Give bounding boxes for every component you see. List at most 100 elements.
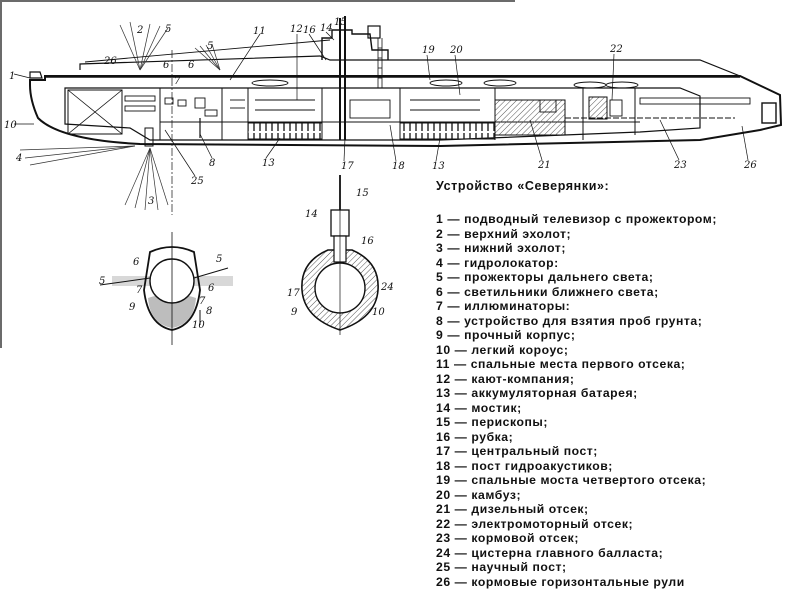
legend-item-separator: — bbox=[447, 270, 461, 284]
legend-item-text: перископы; bbox=[471, 415, 548, 429]
legend-item: 17—центральный пост; bbox=[436, 444, 786, 459]
legend-item-number: 4 bbox=[436, 255, 444, 270]
callout-24: 24 bbox=[380, 282, 394, 293]
legend-item-number: 2 bbox=[436, 226, 444, 241]
callout-26-bow: 26 bbox=[103, 56, 117, 67]
legend-item: 3—нижний эхолот; bbox=[436, 241, 786, 256]
callout-6: 6 bbox=[163, 60, 170, 71]
legend-item-number: 17 bbox=[436, 444, 451, 458]
battery-bank-forward bbox=[247, 122, 323, 140]
legend-item-separator: — bbox=[454, 516, 468, 531]
cross-section-bow-callouts: 5 6 5 7 6 7 9 8 10 bbox=[99, 254, 222, 331]
legend-item-number: 1 bbox=[436, 212, 444, 226]
callout-21: 21 bbox=[537, 160, 551, 171]
side-view bbox=[19, 16, 783, 215]
legend-item-number: 19 bbox=[436, 473, 451, 487]
legend-item-text: рубка; bbox=[471, 429, 514, 444]
legend-item-text: прожекторы дальнего света; bbox=[464, 270, 654, 284]
legend-title: Устройство «Северянки»: bbox=[436, 179, 610, 193]
callout-6b: 6 bbox=[208, 283, 215, 294]
legend-item: 6—светильники ближнего света; bbox=[436, 285, 786, 300]
cross-section-mid bbox=[301, 175, 379, 335]
legend-item-separator: — bbox=[454, 429, 468, 444]
legend-item: 15—перископы; bbox=[436, 415, 786, 430]
legend-item-text: цистерна главного балласта; bbox=[471, 545, 664, 560]
legend-item: 26—кормовые горизонтальные рули bbox=[436, 575, 786, 590]
legend-item-number: 21 bbox=[436, 502, 451, 516]
legend-item-separator: — bbox=[454, 342, 468, 357]
legend-item-separator: — bbox=[447, 299, 461, 313]
legend-item-number: 24 bbox=[436, 545, 451, 560]
callout-10: 10 bbox=[4, 120, 17, 131]
legend-item-text: электромоторный отсек; bbox=[471, 516, 634, 531]
legend-item: 4—гидролокатор: bbox=[436, 256, 786, 271]
legend-item-text: светильники ближнего света; bbox=[464, 284, 659, 299]
legend-item: 5—прожекторы дальнего света; bbox=[436, 270, 786, 285]
cross-section-mid-callouts: 15 14 16 17 24 9 10 bbox=[287, 188, 394, 318]
legend-item-text: гидролокатор: bbox=[464, 255, 559, 270]
legend-item-text: прочный корпус; bbox=[464, 328, 576, 342]
legend-item-number: 22 bbox=[436, 516, 451, 531]
legend-item-text: камбуз; bbox=[471, 487, 522, 502]
legend-item-text: кормовой отсек; bbox=[471, 531, 579, 545]
callout-1: 1 bbox=[9, 71, 15, 82]
callout-15: 15 bbox=[356, 188, 369, 199]
interior-equipment bbox=[164, 97, 623, 119]
callout-14: 14 bbox=[320, 23, 333, 34]
legend: Устройство «Северянки»: 1—подводный теле… bbox=[436, 179, 786, 589]
light-hull bbox=[143, 246, 201, 331]
callout-6b: 6 bbox=[188, 60, 195, 71]
side-view-callouts: 1 2 5 26 6 6 5 7 11 12 16 14 15 19 20 22… bbox=[4, 17, 757, 207]
legend-item: 9—прочный корпус; bbox=[436, 328, 786, 343]
callout-13b: 13 bbox=[432, 161, 445, 172]
legend-item: 25—научный пост; bbox=[436, 560, 786, 575]
legend-item-number: 5 bbox=[436, 270, 444, 284]
callout-7b: 7 bbox=[199, 296, 206, 307]
legend-item: 1—подводный телевизор с прожектором; bbox=[436, 212, 786, 227]
callout-17: 17 bbox=[287, 288, 300, 299]
callout-23: 23 bbox=[673, 160, 687, 171]
legend-item: 18—пост гидроакустиков; bbox=[436, 459, 786, 474]
legend-item-text: подводный телевизор с прожектором; bbox=[464, 212, 717, 226]
callout-5b: 5 bbox=[207, 41, 213, 52]
legend-item-text: нижний эхолот; bbox=[464, 241, 566, 255]
callout-25: 25 bbox=[190, 176, 204, 187]
legend-item-number: 25 bbox=[436, 560, 451, 574]
legend-item-text: легкий короус; bbox=[471, 342, 569, 357]
callout-14: 14 bbox=[305, 209, 318, 220]
legend-item-separator: — bbox=[454, 415, 468, 429]
legend-item-number: 11 bbox=[436, 357, 450, 371]
legend-item-text: иллюминаторы: bbox=[464, 299, 571, 313]
legend-item-text: центральный пост; bbox=[471, 444, 598, 458]
superstructure bbox=[79, 55, 741, 77]
image-frame-left-border bbox=[0, 0, 2, 348]
legend-item-separator: — bbox=[447, 212, 461, 226]
legend-item-separator: — bbox=[447, 313, 461, 328]
callout-5b: 5 bbox=[216, 254, 222, 265]
callout-10: 10 bbox=[372, 307, 385, 318]
stern-rudder-box bbox=[761, 102, 777, 124]
legend-item-text: кормовые горизонтальные рули bbox=[471, 574, 685, 589]
legend-item-text: устройство для взятия проб грунта; bbox=[464, 313, 703, 328]
callout-9: 9 bbox=[291, 307, 298, 318]
legend-item-separator: — bbox=[454, 545, 468, 560]
side-view-leader-lines bbox=[13, 31, 749, 177]
legend-item-number: 12 bbox=[436, 371, 451, 386]
legend-item: 16—рубка; bbox=[436, 430, 786, 445]
electric-motor bbox=[588, 96, 608, 120]
legend-item-number: 14 bbox=[436, 400, 451, 415]
legend-item-separator: — bbox=[454, 473, 468, 487]
legend-item-number: 23 bbox=[436, 531, 451, 545]
callout-16: 16 bbox=[361, 236, 374, 247]
callout-17: 17 bbox=[341, 161, 354, 172]
legend-item: 24—цистерна главного балласта; bbox=[436, 546, 786, 561]
searchlight-beam-right bbox=[193, 276, 233, 286]
bow-compartment bbox=[67, 89, 123, 135]
callout-7: 7 bbox=[136, 285, 143, 296]
legend-item: 10—легкий короус; bbox=[436, 343, 786, 358]
callout-15: 15 bbox=[334, 17, 347, 28]
pressure-hull bbox=[64, 87, 701, 141]
legend-item-separator: — bbox=[453, 357, 467, 371]
callout-3: 3 bbox=[148, 196, 154, 207]
